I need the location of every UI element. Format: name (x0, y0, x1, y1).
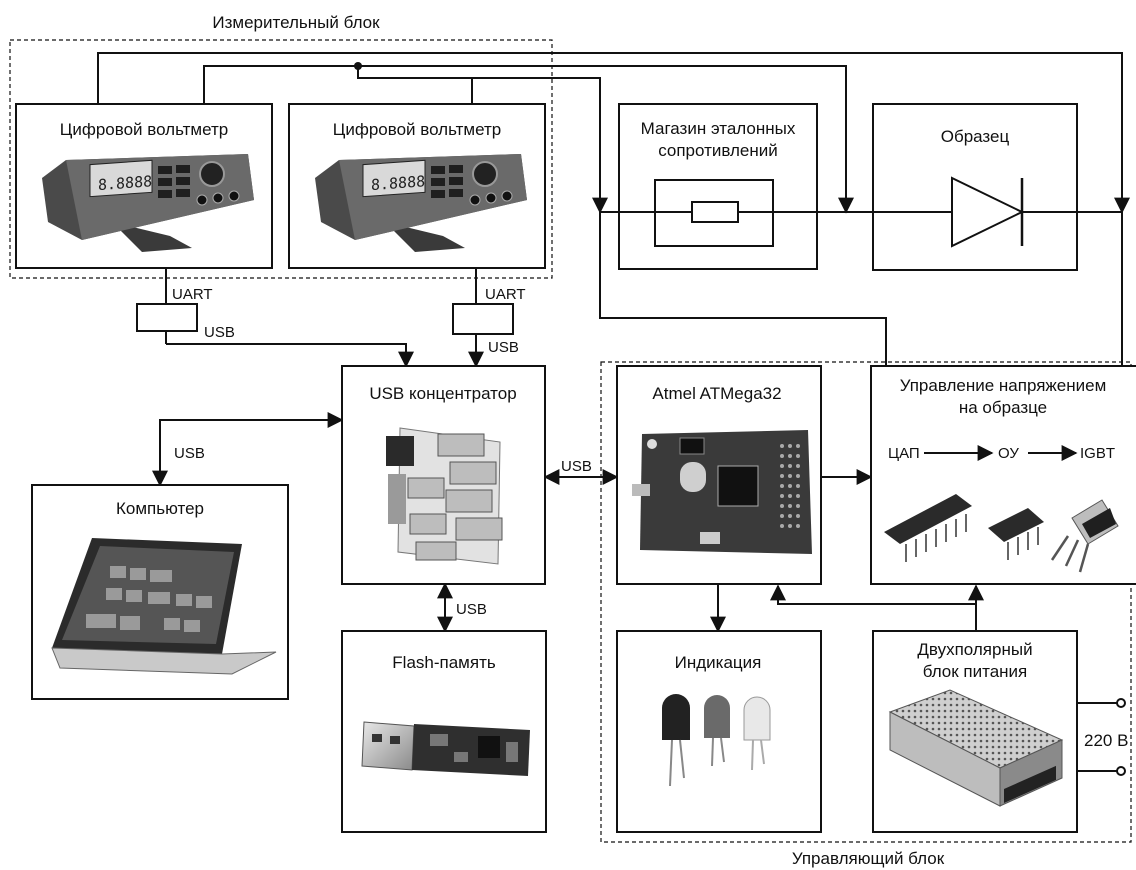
resistance-title-line2: сопротивлений (658, 141, 778, 160)
wires (97, 52, 1130, 776)
svg-text:8.8888: 8.8888 (371, 172, 425, 194)
reference-resistance-block: Магазин эталонных сопротивлений (618, 103, 818, 270)
chain-opamp-label: ОУ (998, 445, 1019, 462)
voltmeter-1-title: Цифровой вольтметр (60, 120, 228, 139)
diode-symbol-icon (951, 176, 1025, 248)
control-group-label: Управляющий блок (792, 849, 945, 868)
measurement-group-frame (9, 39, 553, 279)
usb-label-2: USB (488, 339, 519, 356)
led-icon (662, 694, 690, 787)
voltage-control-title-line2: на образце (959, 398, 1047, 417)
indication-block: Индикация (616, 630, 822, 833)
uart-usb-converter-1 (136, 303, 198, 332)
ic-chip-icon (884, 494, 972, 562)
usb-flash-label: USB (456, 601, 487, 618)
resistance-title-line1: Магазин эталонных (641, 119, 796, 138)
flash-title: Flash-память (392, 653, 496, 672)
mcu-board-icon (632, 430, 812, 554)
voltmeter-block-1: Цифровой вольтметр 8.8888 (15, 103, 273, 269)
transistor-icon (1050, 499, 1119, 573)
uart-usb-converter-2 (452, 303, 514, 335)
control-group-frame (600, 361, 1132, 843)
usb-hub-board-icon (386, 427, 503, 565)
resistor-symbol-icon (691, 201, 739, 223)
voltmeter-2-title: Цифровой вольтметр (333, 120, 501, 139)
voltmeter-block-2: Цифровой вольтметр 8.8888 (288, 103, 546, 269)
uart-label-2: UART (485, 286, 526, 303)
computer-title: Компьютер (116, 499, 204, 518)
measurement-group-label: Измерительный блок (212, 13, 380, 32)
computer-block: Компьютер (31, 484, 289, 700)
svg-text:8.8888: 8.8888 (98, 172, 152, 194)
flash-drive-icon (361, 721, 530, 776)
multimeter-icon: 8.8888 (315, 154, 527, 252)
usb-hub-title: USB концентратор (369, 384, 516, 403)
sample-block: Образец (872, 103, 1078, 271)
led-icon (704, 695, 730, 767)
usb-hub-block: USB концентратор (341, 365, 546, 585)
mains-220v-label: 220 В (1084, 731, 1128, 750)
usb-label-1: USB (204, 324, 235, 341)
mcu-block: Atmel ATMega32 (616, 365, 822, 585)
flash-memory-block: Flash-память (341, 630, 547, 833)
voltage-control-block: Управление напряжением на образце ЦАП ОУ… (870, 365, 1136, 585)
voltage-control-title-line1: Управление напряжением (900, 376, 1107, 395)
mcu-title: Atmel ATMega32 (652, 384, 781, 403)
chain-dac-label: ЦАП (888, 445, 920, 462)
chain-igbt-label: IGBT (1080, 445, 1115, 462)
usb-computer-label: USB (174, 445, 205, 462)
uart-label-1: UART (172, 286, 213, 303)
laptop-icon (51, 538, 277, 675)
sample-title: Образец (941, 127, 1010, 146)
psu-title-line1: Двухполярный (917, 640, 1032, 659)
led-icon (743, 696, 771, 771)
indication-title: Индикация (675, 653, 762, 672)
power-supply-block: Двухполярный блок питания (872, 630, 1078, 833)
psu-title-line2: блок питания (923, 662, 1028, 681)
usb-mcu-label: USB (561, 458, 592, 475)
power-supply-icon (888, 689, 1064, 807)
multimeter-icon: 8.8888 (42, 154, 254, 252)
ic-chip-icon (988, 508, 1044, 560)
